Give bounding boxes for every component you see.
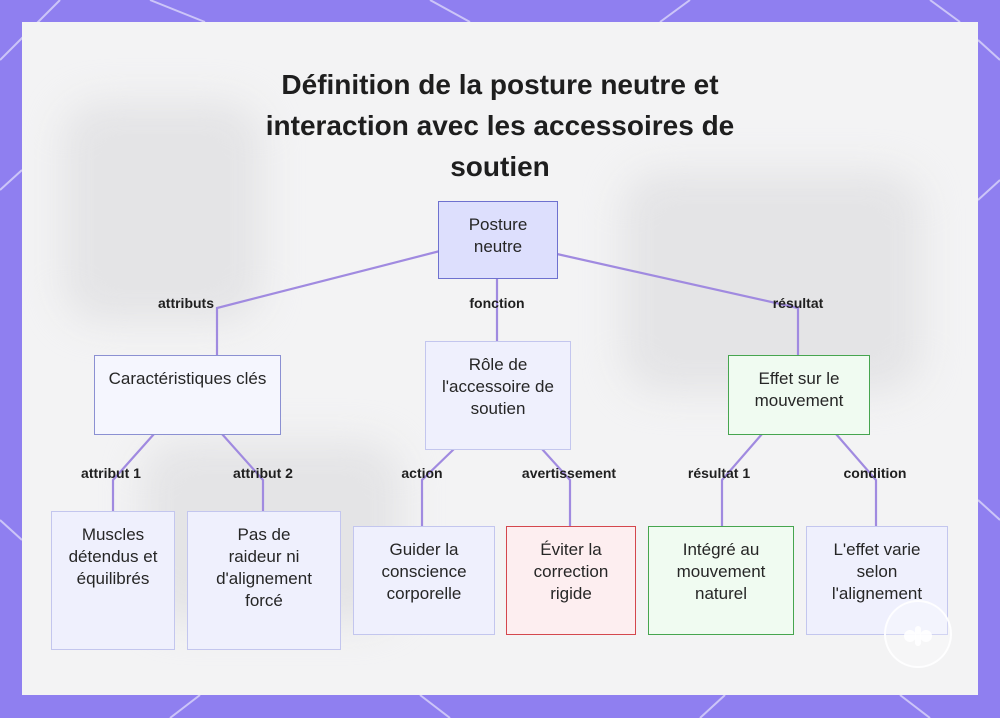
node-label: Guider la conscience corporelle [381,540,467,603]
edge-action [420,448,455,527]
watermark-logo-icon [884,600,952,668]
edge-label-action: action [401,465,443,481]
logo-glyph-icon [904,626,932,646]
edge-label-condition: condition [843,465,907,481]
node-integre-mouvement: Intégré au mouvement naturel [648,526,794,635]
edge-attribut2 [221,433,265,512]
node-label: Posture neutre [468,215,528,256]
edge-resultat [556,252,800,356]
node-label: L'effet varie selon l'alignement [831,540,923,603]
node-label: Rôle de l'accessoire de soutien [442,355,554,418]
edge-label-attribut1: attribut 1 [81,465,141,481]
edge-label-avertissement: avertissement [521,465,617,481]
node-label: Intégré au mouvement naturel [676,540,766,603]
node-label: Effet sur le mouvement [754,369,844,410]
edge-condition [835,433,878,527]
node-role-accessoire: Rôle de l'accessoire de soutien [425,341,571,450]
node-label: Caractéristiques clés [108,369,267,388]
background-blur [62,102,262,322]
node-pas-de-raideur: Pas de raideur ni d'alignement forcé [187,511,341,650]
edge-label-fonction: fonction [469,295,525,311]
node-label: Muscles détendus et équilibrés [68,525,158,588]
edge-attributs [215,249,441,356]
node-effet-mouvement: Effet sur le mouvement [728,355,870,435]
edge-label-attributs: attributs [158,295,214,311]
edge-lines [111,249,878,527]
node-posture-neutre: Posture neutre [438,201,558,279]
diagram-card: Définition de la posture neutre et inter… [22,22,978,695]
diagram-title: Définition de la posture neutre et inter… [265,69,735,182]
edge-avertissement [541,448,572,527]
edge-label-resultat1: résultat 1 [687,465,751,481]
node-muscles-detendus: Muscles détendus et équilibrés [51,511,175,650]
edge-label-attribut2: attribut 2 [233,465,293,481]
node-guider-conscience: Guider la conscience corporelle [353,526,495,635]
node-caracteristiques-cles: Caractéristiques clés [94,355,281,435]
edge-resultat1 [720,433,763,527]
edge-attribut1 [111,433,155,512]
node-label: Éviter la correction rigide [533,540,609,603]
node-eviter-correction: Éviter la correction rigide [506,526,636,635]
edge-label-resultat: résultat [772,295,824,311]
node-label: Pas de raideur ni d'alignement forcé [216,525,312,610]
